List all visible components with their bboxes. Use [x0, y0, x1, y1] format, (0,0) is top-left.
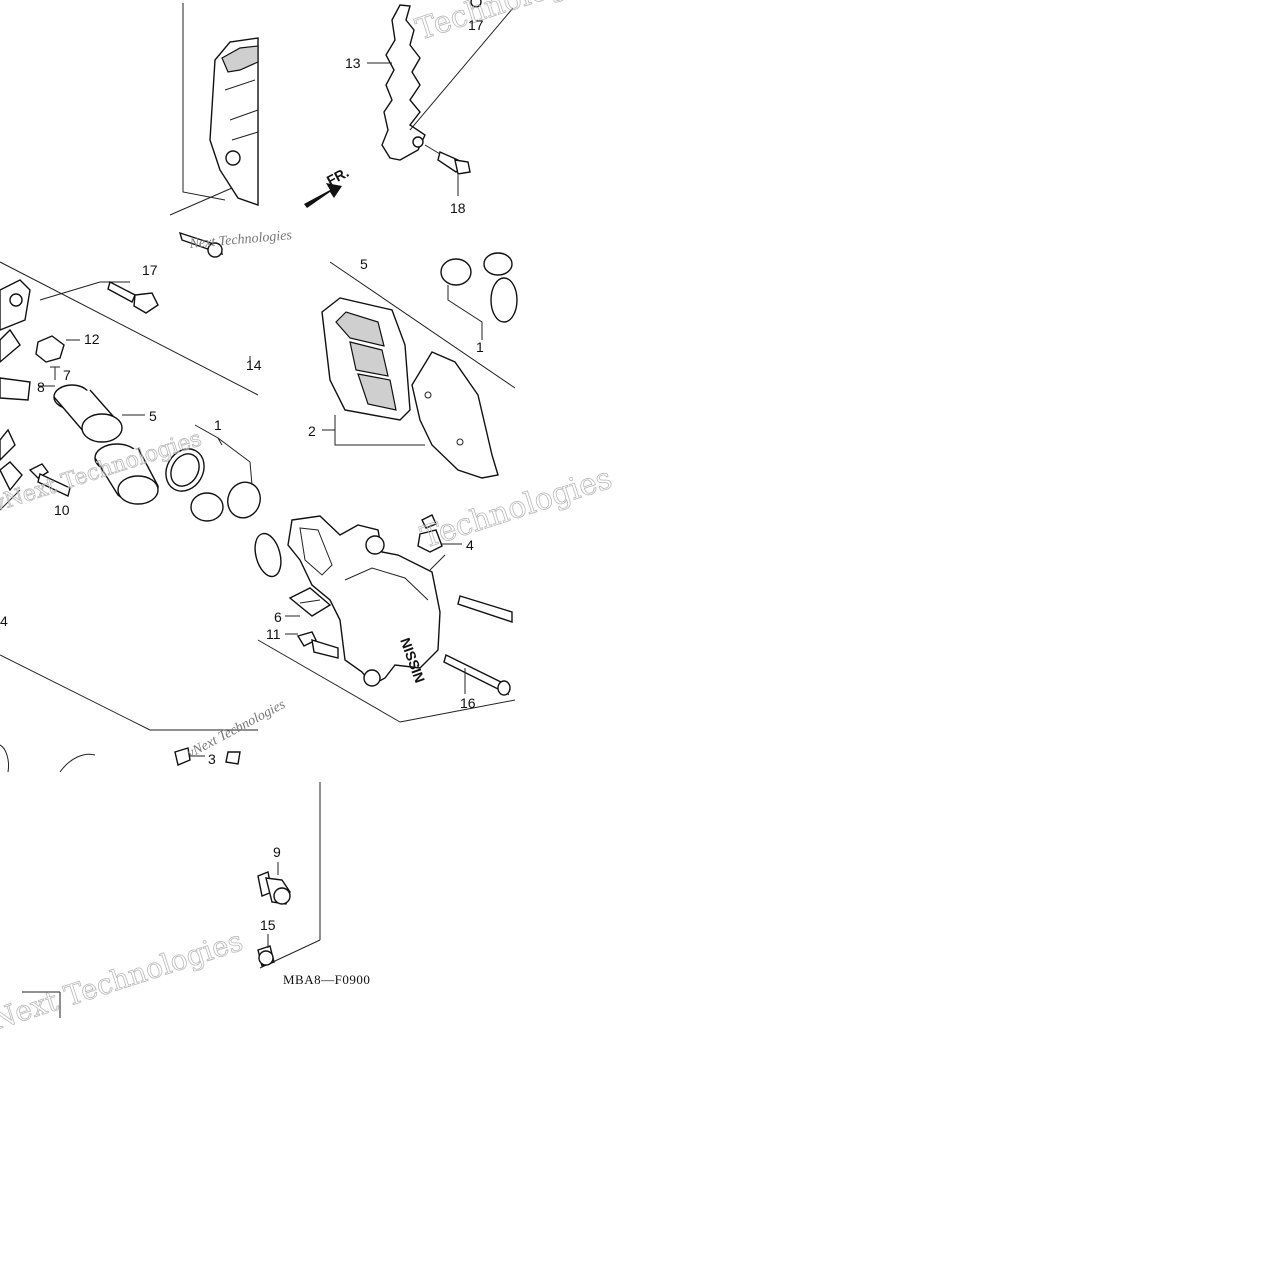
- watermark-text: Technologies: [412, 0, 612, 48]
- callout-17: 17: [142, 262, 158, 278]
- callout-9: 9: [273, 844, 281, 860]
- callout-1: 1: [476, 339, 484, 355]
- callout-13: 13: [345, 55, 361, 71]
- callout-layer: 17 13 18 5 17 12 7 8 5 1 14 10 1 2 4 6 1…: [0, 17, 484, 933]
- callout-1: 1: [214, 417, 222, 433]
- tile-pistons: [0, 261, 261, 522]
- callout-16: 16: [460, 695, 476, 711]
- callout-17: 17: [468, 17, 484, 33]
- watermark-text: Next Technologies: [188, 228, 293, 252]
- tile-brake-pads: [321, 252, 518, 479]
- watermark-text: Next Technologies: [0, 924, 247, 1036]
- callout-12: 12: [84, 331, 100, 347]
- watermark-text: Technologies: [417, 461, 617, 556]
- callout-7: 7: [63, 367, 71, 383]
- tile-caliper-body: NISSIN: [254, 514, 516, 723]
- tile-bracket-outline: [0, 654, 258, 1018]
- callout-15: 15: [260, 917, 276, 933]
- callout-18: 18: [450, 200, 466, 216]
- callout-8: 8: [37, 379, 45, 395]
- callout-14: 14: [246, 357, 262, 373]
- tile-bracket: [169, 3, 259, 258]
- diagram-code: MBA8—F0900: [283, 972, 370, 987]
- callout-5: 5: [149, 408, 157, 424]
- callout-4: 4: [0, 613, 8, 629]
- callout-4: 4: [466, 537, 474, 553]
- callout-3: 3: [208, 751, 216, 767]
- tile-bolts: MBA8—F0900: [257, 782, 370, 987]
- callout-6: 6: [274, 609, 282, 625]
- tile-pad-spring: FR.: [304, 0, 514, 208]
- callout-5: 5: [360, 256, 368, 272]
- callout-10: 10: [54, 502, 70, 518]
- callout-11: 11: [266, 626, 281, 642]
- callout-2: 2: [308, 423, 316, 439]
